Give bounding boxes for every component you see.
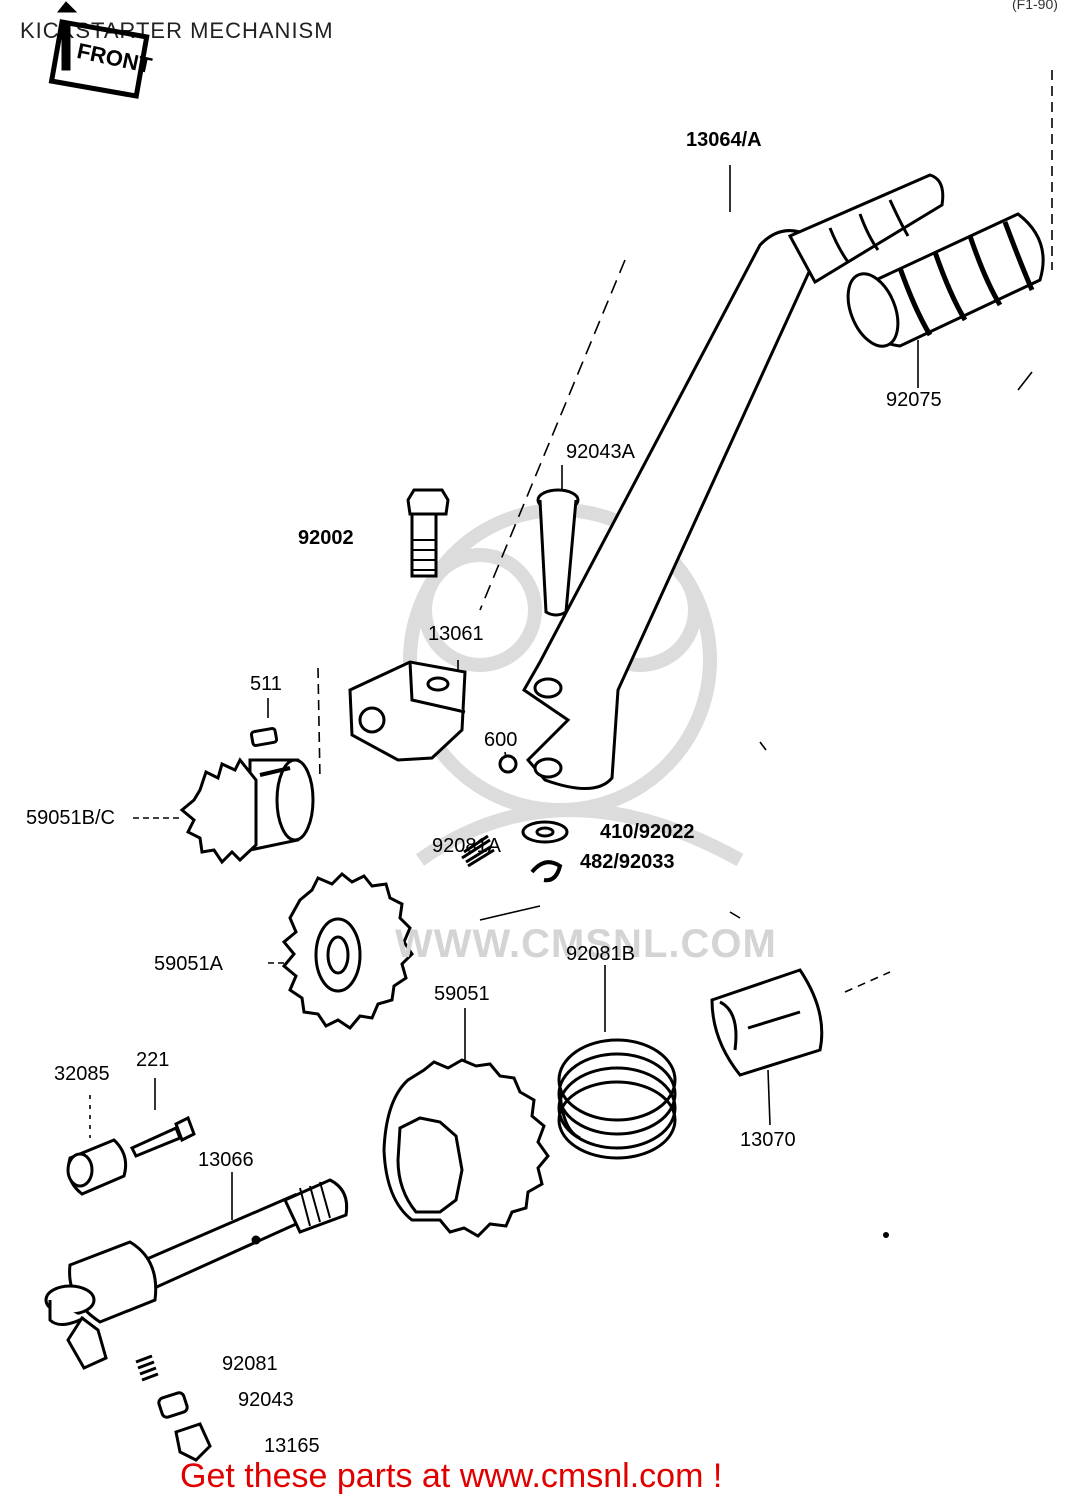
- pawl-13165: [174, 1422, 212, 1462]
- part-label-13165: 13165: [264, 1435, 320, 1457]
- screw-221: [129, 1115, 196, 1158]
- shaft-13066: [44, 1178, 349, 1370]
- part-label-92075: 92075: [886, 389, 942, 411]
- gear-59051: [382, 1058, 550, 1238]
- rubber-grip: [846, 212, 1045, 348]
- collar-13070: [710, 968, 824, 1077]
- part-label-13066: 13066: [198, 1149, 254, 1171]
- part-label-92043a: 92043A: [566, 441, 635, 463]
- kick-lever: [522, 173, 945, 790]
- spring-92081a: [461, 834, 495, 868]
- part-label-600: 600: [484, 729, 518, 751]
- part-label-59051: 59051: [434, 983, 490, 1005]
- part-label-59051a: 59051A: [154, 953, 223, 975]
- kick-bracket-13061: [348, 660, 467, 762]
- part-label-221: 221: [136, 1049, 170, 1071]
- key-511: [249, 726, 279, 748]
- footer-link[interactable]: Get these parts at www.cmsnl.com !: [180, 1457, 723, 1495]
- part-label-410-92022: 410/92022: [600, 821, 695, 843]
- part-label-92081: 92081: [222, 1353, 278, 1375]
- part-label-13064a: 13064/A: [686, 129, 762, 151]
- gear-59051a: [281, 871, 414, 1030]
- gear-59051bc: [179, 757, 315, 865]
- washer-410: [521, 820, 569, 844]
- dot-mark: [883, 1232, 889, 1238]
- part-label-13061: 13061: [428, 623, 484, 645]
- part-label-92002: 92002: [298, 527, 354, 549]
- pin-92043: [157, 1391, 189, 1419]
- part-label-92081b: 92081B: [566, 943, 635, 965]
- part-label-92043: 92043: [238, 1389, 294, 1411]
- guide-32085: [66, 1138, 128, 1196]
- watermark-url: WWW.CMSNL.COM: [395, 922, 777, 966]
- part-label-92081a: 92081A: [432, 835, 501, 857]
- leader-lines: [89, 70, 1053, 1220]
- front-arrow-icon: [48, 1, 150, 99]
- ball-600: [498, 754, 518, 774]
- bolt-92002: [406, 488, 450, 578]
- corner-mark: (F1-90): [1012, 0, 1058, 12]
- pin-bolt-92043a: [536, 488, 580, 617]
- part-label-511: 511: [250, 673, 282, 695]
- part-label-32085: 32085: [54, 1063, 110, 1085]
- circlip-482: [530, 860, 563, 883]
- part-label-59051bc: 59051B/C: [26, 807, 115, 829]
- part-label-482-92033: 482/92033: [580, 851, 675, 873]
- spring-92081: [135, 1354, 159, 1382]
- spring-92081b: [557, 1038, 677, 1160]
- part-label-13070: 13070: [740, 1129, 796, 1151]
